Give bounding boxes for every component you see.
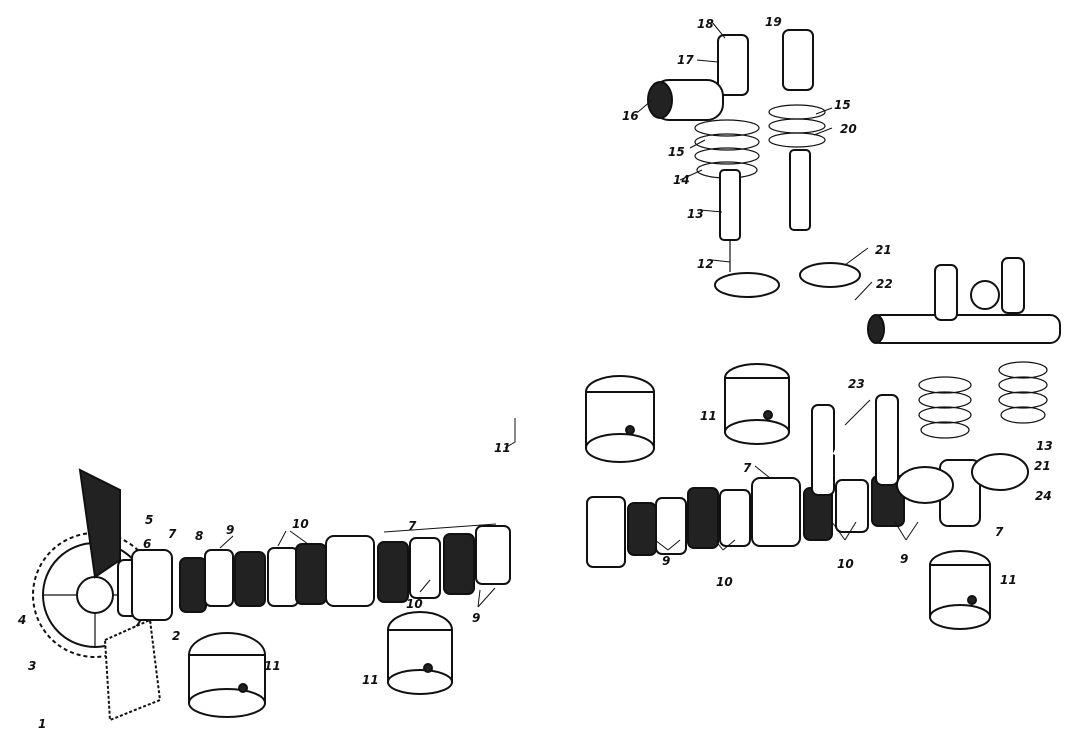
callout-label: 10 xyxy=(406,597,423,611)
callout-label: 21 xyxy=(875,243,892,257)
callout-label: 17 xyxy=(677,53,694,67)
callout-label: 24 xyxy=(1035,489,1052,503)
rocker-assembly xyxy=(832,257,1061,504)
callout-label: 3 xyxy=(28,659,36,673)
callout-label: 9 xyxy=(900,552,908,566)
callout-label: 5 xyxy=(145,513,153,527)
callout-label: 9 xyxy=(226,523,234,537)
callout-label: 4 xyxy=(17,613,26,627)
callout-label: 23 xyxy=(848,377,865,391)
callout-label: 15 xyxy=(668,145,685,159)
leader-lines xyxy=(219,21,919,608)
callout-label: 10 xyxy=(837,557,854,571)
callout-label: 15 xyxy=(834,98,851,112)
callout-label: 6 xyxy=(143,537,151,551)
callout-label: 7 xyxy=(743,461,752,475)
callout-label: 11 xyxy=(700,409,717,423)
valve-assembly-top xyxy=(647,29,861,298)
callout-label: 10 xyxy=(716,575,733,589)
callout-label: 7 xyxy=(168,527,177,541)
callout-label: 9 xyxy=(472,611,480,625)
callout-label: 11 xyxy=(264,659,281,673)
callout-label: 9 xyxy=(662,554,670,568)
callout-label: 2 xyxy=(172,629,180,643)
left-bushing-2 xyxy=(387,611,453,695)
callout-label: 11 xyxy=(1000,573,1017,587)
callout-label: 12 xyxy=(697,257,714,271)
right-bushing-3 xyxy=(929,550,991,630)
right-bushing-1 xyxy=(585,375,655,463)
callout-label: 14 xyxy=(673,173,690,187)
left-bushing-1 xyxy=(188,632,266,718)
callout-label: 20 xyxy=(840,122,857,136)
callout-label: 16 xyxy=(622,109,639,123)
callout-label: 11 xyxy=(494,441,511,455)
callout-label: 7 xyxy=(408,519,417,533)
callout-labels: 1 2 3 4 5 6 7 7 8 9 10 10 9 11 11 11 11 … xyxy=(17,15,1053,731)
timing-gear xyxy=(32,468,162,722)
callout-label: 13 xyxy=(687,207,704,221)
callout-label: 1 xyxy=(38,717,46,731)
callout-label: 18 xyxy=(697,17,714,31)
right-camshaft xyxy=(586,459,981,568)
callout-label: 22 xyxy=(876,277,893,291)
callout-label: 21 xyxy=(1034,459,1051,473)
callout-label: 7 xyxy=(995,525,1004,539)
callout-label: 10 xyxy=(292,517,309,531)
callout-label: 19 xyxy=(765,15,782,29)
callout-label: 8 xyxy=(195,529,203,543)
left-camshaft xyxy=(117,525,511,621)
callout-label: 11 xyxy=(362,673,379,687)
callout-label: 13 xyxy=(1036,439,1053,453)
right-bushing-2 xyxy=(724,363,790,445)
